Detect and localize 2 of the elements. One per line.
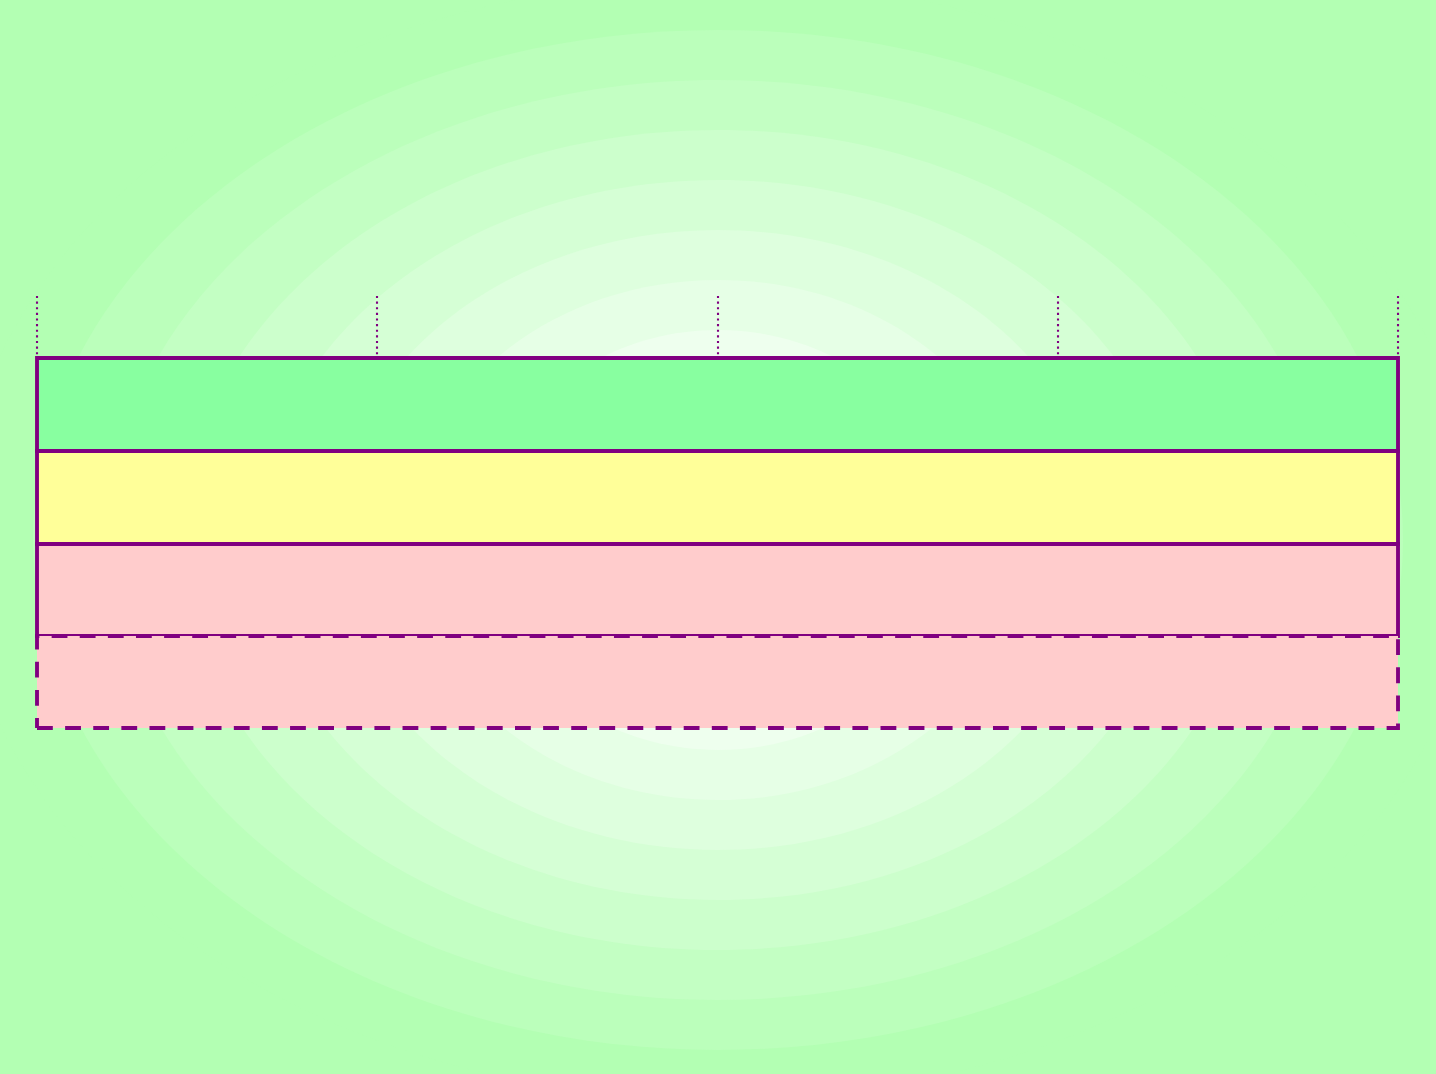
band xyxy=(35,634,1400,730)
band xyxy=(35,542,1400,638)
